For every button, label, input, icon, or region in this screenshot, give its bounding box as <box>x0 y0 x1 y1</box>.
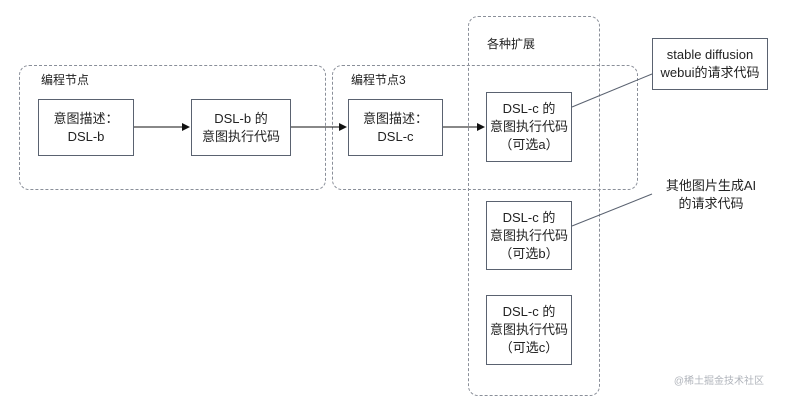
group-extensions <box>468 16 600 396</box>
group-label-programming-node: 编程节点 <box>41 73 90 87</box>
node-exec-dsl-c-option-b: DSL-c 的 意图执行代码 （可选b） <box>486 201 572 270</box>
node-exec-dsl-b: DSL-b 的 意图执行代码 <box>191 99 291 156</box>
callout-line-sd-webui <box>571 73 653 108</box>
node-exec-dsl-c-option-c: DSL-c 的 意图执行代码 （可选c） <box>486 295 572 365</box>
node-exec-dsl-c-option-a: DSL-c 的 意图执行代码 （可选a） <box>486 92 572 162</box>
watermark: @稀土掘金技术社区 <box>673 376 764 387</box>
callout-other-image-ai: 其他图片生成AI 的请求代码 <box>654 175 768 215</box>
callout-sd-webui: stable diffusion webui的请求代码 <box>652 38 768 90</box>
node-intent-dsl-b: 意图描述： DSL-b <box>38 99 134 156</box>
node-intent-dsl-c: 意图描述： DSL-c <box>348 99 443 156</box>
group-label-extensions: 各种扩展 <box>487 37 536 51</box>
callout-line-other-ai <box>571 193 653 227</box>
group-label-programming-node-3: 编程节点3 <box>351 73 406 87</box>
